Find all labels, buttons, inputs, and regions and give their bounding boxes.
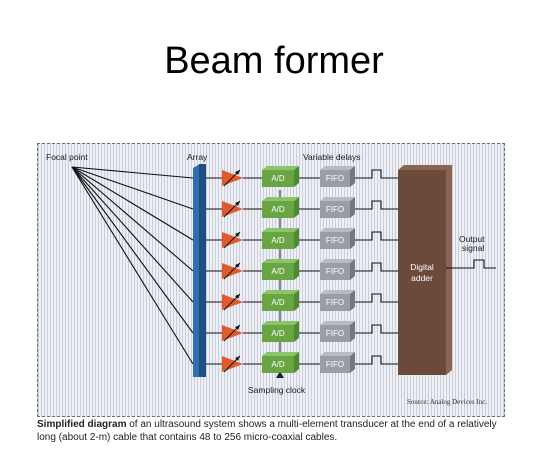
output-signal-line <box>446 259 496 269</box>
adc-block <box>262 232 294 249</box>
adc-label: A/D <box>271 174 285 183</box>
adc-side <box>294 321 299 342</box>
delayed-pulse <box>355 231 398 241</box>
gain-arrow-head <box>235 170 240 175</box>
delayed-pulse <box>355 324 398 334</box>
gain-arrow-head <box>235 294 240 299</box>
adc-side <box>294 352 299 373</box>
adc-top <box>262 166 299 170</box>
fifo-block <box>320 201 350 218</box>
gain-arrow-head <box>235 325 240 330</box>
gain-arrow-head <box>235 263 240 268</box>
digital-adder-block <box>398 170 446 375</box>
delayed-pulse <box>355 169 398 179</box>
fifo-block <box>320 325 350 342</box>
fifo-side <box>350 166 355 187</box>
fifo-block <box>320 294 350 311</box>
variable-delays-label: Variable delays <box>303 152 361 162</box>
output-signal-label-line2: signal <box>462 243 484 253</box>
gain-arrow-head <box>235 356 240 361</box>
adc-top <box>262 352 299 356</box>
adc-top <box>262 197 299 201</box>
fifo-block <box>320 232 350 249</box>
fifo-label: FIFO <box>326 329 344 338</box>
sampling-clock-arrow <box>276 371 284 378</box>
fifo-side <box>350 290 355 311</box>
focal-ray <box>71 166 194 272</box>
fifo-label: FIFO <box>326 267 344 276</box>
fifo-top <box>320 197 355 201</box>
fifo-top <box>320 321 355 325</box>
adc-side <box>294 290 299 311</box>
transducer-array-edge <box>199 164 206 377</box>
fifo-label: FIFO <box>326 298 344 307</box>
array-label: Array <box>187 152 208 162</box>
adc-label: A/D <box>271 205 285 214</box>
adc-label: A/D <box>271 360 285 369</box>
adc-label: A/D <box>271 298 285 307</box>
adc-side <box>294 166 299 187</box>
adc-side <box>294 259 299 280</box>
fifo-label: FIFO <box>326 174 344 183</box>
gain-arrow-head <box>235 201 240 206</box>
slide-title: Beam former <box>164 40 384 82</box>
focal-point-label: Focal point <box>46 152 88 162</box>
focal-ray <box>71 166 194 210</box>
fifo-side <box>350 197 355 218</box>
sampling-clock-label: Sampling clock <box>248 385 306 395</box>
fifo-top <box>320 259 355 263</box>
fifo-top <box>320 228 355 232</box>
fifo-label: FIFO <box>326 360 344 369</box>
fifo-side <box>350 352 355 373</box>
adc-top <box>262 321 299 325</box>
fifo-block <box>320 263 350 280</box>
adc-block <box>262 201 294 218</box>
caption-bold: Simplified diagram <box>37 419 127 430</box>
focal-ray <box>71 166 194 334</box>
fifo-block <box>320 170 350 187</box>
adc-label: A/D <box>271 329 285 338</box>
fifo-side <box>350 259 355 280</box>
adc-block <box>262 170 294 187</box>
adc-label: A/D <box>271 236 285 245</box>
fifo-top <box>320 166 355 170</box>
delayed-pulse <box>355 200 398 210</box>
delayed-pulse <box>355 293 398 303</box>
adc-top <box>262 290 299 294</box>
figure-caption: Simplified diagram of an ultrasound syst… <box>37 419 517 444</box>
adc-block <box>262 325 294 342</box>
adc-label: A/D <box>271 267 285 276</box>
output-signal-label-line1: Output <box>459 234 485 244</box>
digital-adder-label-line2: adder <box>411 273 433 283</box>
fifo-block <box>320 356 350 373</box>
adc-side <box>294 228 299 249</box>
fifo-top <box>320 290 355 294</box>
source-label: Source: Analog Devices Inc. <box>407 398 487 406</box>
adc-side <box>294 197 299 218</box>
focal-ray <box>71 166 194 365</box>
fifo-side <box>350 321 355 342</box>
focal-ray <box>71 166 194 303</box>
fifo-label: FIFO <box>326 236 344 245</box>
digital-adder-label-line1: Digital <box>410 262 434 272</box>
delayed-pulse <box>355 262 398 272</box>
adc-block <box>262 294 294 311</box>
delayed-pulse <box>355 355 398 365</box>
focal-ray <box>71 166 194 179</box>
adc-top <box>262 259 299 263</box>
adc-block <box>262 263 294 280</box>
gain-arrow-head <box>235 232 240 237</box>
fifo-label: FIFO <box>326 205 344 214</box>
adc-top <box>262 228 299 232</box>
adc-block <box>262 356 294 373</box>
focal-ray <box>71 166 194 241</box>
caption-text: of an ultrasound system shows a multi-el… <box>37 419 497 443</box>
fifo-top <box>320 352 355 356</box>
fifo-side <box>350 228 355 249</box>
